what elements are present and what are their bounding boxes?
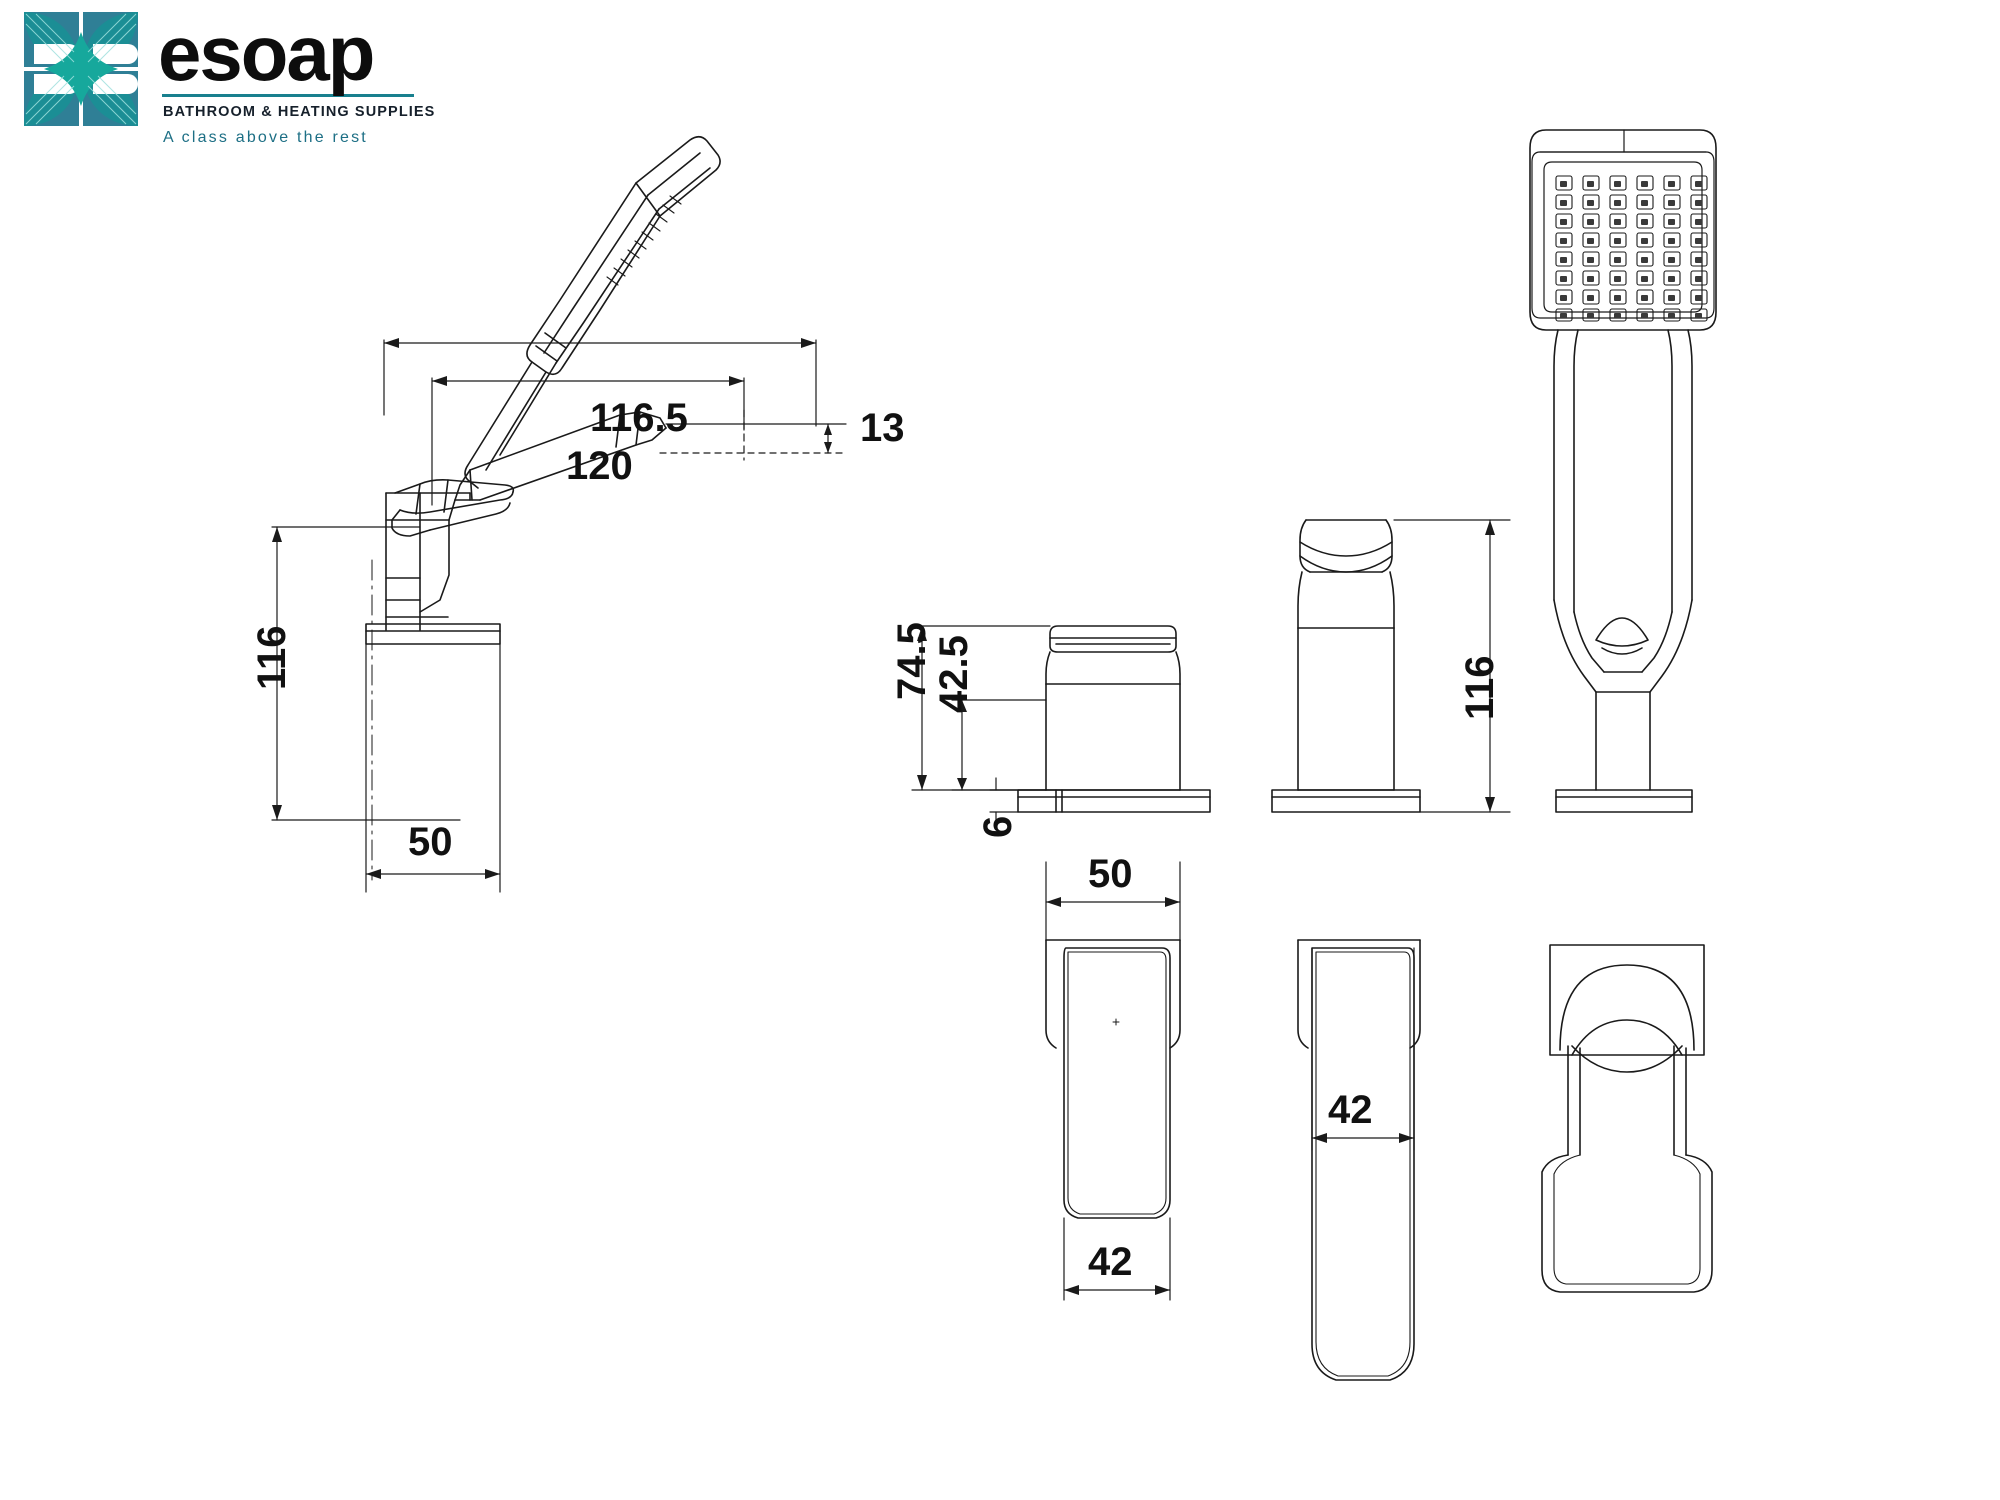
dimension-50-main — [365, 643, 501, 893]
dimension-label-6: 6 — [976, 815, 1020, 838]
dimension-120 — [431, 376, 745, 506]
dimension-label-13: 13 — [860, 406, 905, 450]
dimension-42-5 — [951, 699, 1047, 791]
dimension-42-plan — [1063, 1217, 1171, 1301]
dimension-6 — [989, 777, 1047, 827]
view-handle-plan-a — [1045, 861, 1181, 1301]
logo-tagline-primary: BATHROOM & HEATING SUPPLIES — [163, 104, 436, 121]
nozzle-grid — [1555, 175, 1708, 322]
dimension-50-plan — [1045, 861, 1181, 941]
dimension-116-handset — [1393, 519, 1511, 813]
dimension-label-42-plan: 42 — [1088, 1240, 1133, 1284]
dimension-label-116-5: 116.5 — [590, 396, 688, 440]
dimension-label-42-5: 42.5 — [932, 635, 976, 713]
view-handle-plan-b — [1297, 939, 1421, 1381]
dimension-label-116-main: 116 — [250, 625, 294, 690]
logo-tagline-secondary: A class above the rest — [163, 129, 368, 147]
view-body-side-elevation — [1271, 519, 1511, 813]
logo-divider-rule — [162, 94, 414, 98]
dimension-13 — [659, 409, 847, 461]
view-main-side-elevation — [271, 135, 847, 893]
dimension-label-50-main: 50 — [408, 820, 453, 864]
view-handset-bracket-plan — [1541, 944, 1713, 1293]
dimension-116-5 — [383, 338, 817, 427]
dimension-label-42-plan-b: 42 — [1328, 1088, 1373, 1132]
lever-handle-outline — [391, 479, 515, 537]
dimension-label-74-5: 74.5 — [890, 622, 934, 700]
esoap-petal-square-logo — [22, 10, 140, 128]
handset-angled-outline — [464, 135, 721, 489]
mixer-body-outline — [385, 492, 471, 631]
brand-logo: esoap BATHROOM & HEATING SUPPLIES A clas… — [22, 10, 435, 147]
view-handset-elevation — [1529, 129, 1717, 813]
dimension-label-116-handset: 116 — [1458, 655, 1502, 720]
logo-text-group: esoap BATHROOM & HEATING SUPPLIES A clas… — [158, 10, 435, 147]
logo-wordmark: esoap — [158, 9, 375, 97]
dimension-42-plan-b — [1311, 947, 1415, 1151]
dimension-label-120: 120 — [566, 444, 633, 488]
spout-outline — [448, 411, 667, 521]
dimension-label-50-plan: 50 — [1088, 852, 1133, 896]
view-body-front-elevation — [911, 625, 1211, 827]
